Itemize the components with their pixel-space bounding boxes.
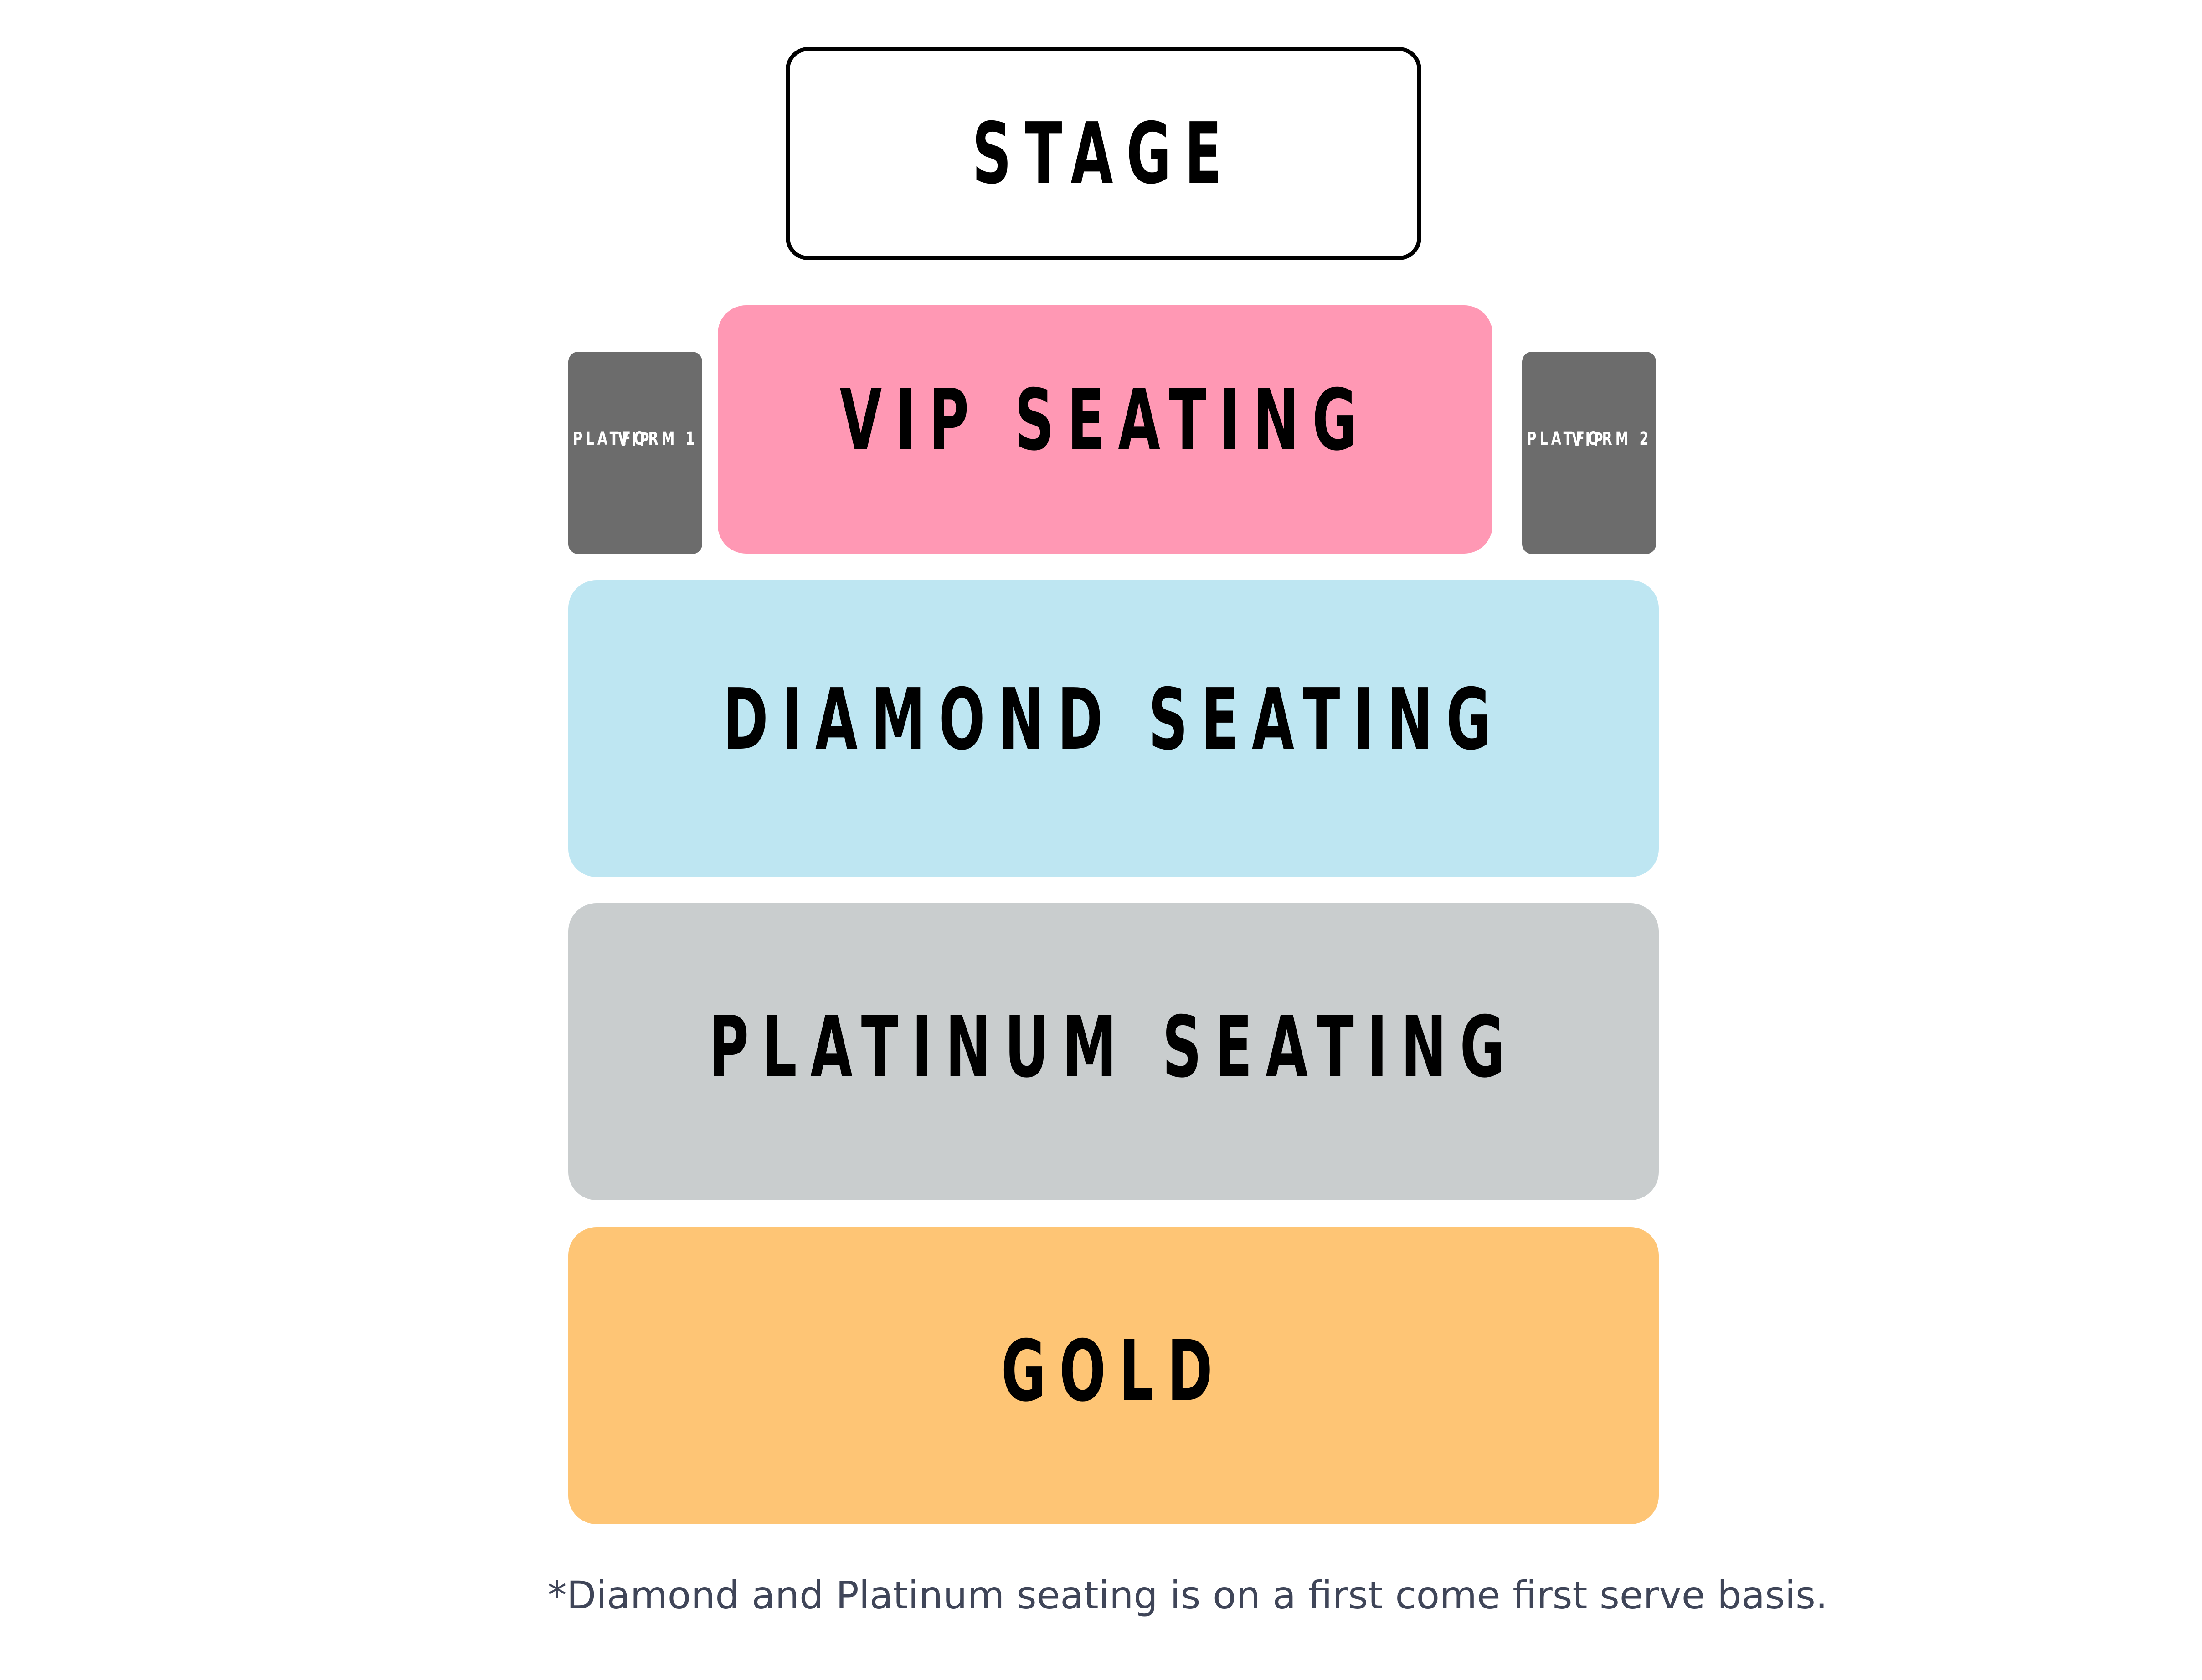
gold-label: GOLD: [1001, 1321, 1226, 1420]
vip-platform-2-label-line1: VIP: [1572, 429, 1606, 450]
vip-platform-1-label-line1: VIP: [618, 429, 653, 450]
platinum-seating-label: PLATINUM SEATING: [709, 997, 1518, 1096]
vip-seating-zone: VIP SEATING: [718, 305, 1492, 554]
footnote: *Diamond and Platinum seating is on a fi…: [547, 1573, 1828, 1618]
vip-seating-label: VIP SEATING: [839, 371, 1371, 469]
vip-platform-1-zone: VIP PLATFORM 1: [568, 352, 702, 554]
platinum-seating-zone: PLATINUM SEATING: [568, 903, 1659, 1200]
stage-label: STAGE: [972, 104, 1235, 203]
vip-platform-1-label-line2: PLATFORM 1: [572, 428, 698, 449]
vip-platform-2-zone: VIP PLATFORM 2: [1522, 352, 1656, 554]
gold-zone: GOLD: [568, 1227, 1659, 1524]
diamond-seating-label: DIAMOND SEATING: [723, 670, 1504, 769]
stage-zone: STAGE: [786, 47, 1421, 260]
vip-platform-2-label-line2: PLATFORM 2: [1526, 428, 1652, 449]
diamond-seating-zone: DIAMOND SEATING: [568, 580, 1659, 877]
